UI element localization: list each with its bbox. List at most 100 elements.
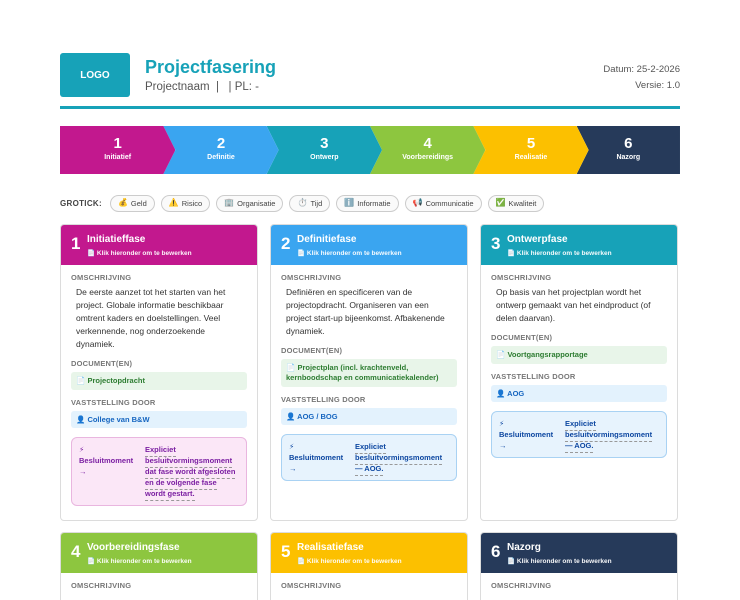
legend-chip-communicatie[interactable]: 📢 Communicatie xyxy=(404,194,482,212)
owner-entry[interactable]: 👤 AOG / BOG xyxy=(281,408,457,425)
project-subtitle[interactable]: Projectnaam | | PL: - xyxy=(145,81,259,93)
phase-name[interactable]: Ontwerpfase xyxy=(507,234,568,245)
phase-card-header: 2 Definitiefase 📄 Klik hieronder om te b… xyxy=(271,225,467,265)
phase-card-header: 6 Nazorg 📄 Klik hieronder om te bewerken xyxy=(481,533,677,573)
document-icon: 📄 xyxy=(87,558,96,565)
edit-hint: 📄 Klik hieronder om te bewerken xyxy=(507,250,612,257)
document-entry[interactable]: 📄 Voortgangsrapportage xyxy=(491,346,667,364)
legend-chip-geld[interactable]: 💰 Geld xyxy=(109,194,155,212)
decision-text: Expliciet besluitvormingsmoment — AOG. xyxy=(565,419,653,453)
edit-hint: 📄 Klik hieronder om te bewerken xyxy=(87,250,192,257)
section-omschrijving: OMSCHRIJVING xyxy=(281,581,342,590)
legend-chip-label: Communicatie xyxy=(425,198,474,208)
phase-chevron-1[interactable]: 1 Initiatief xyxy=(60,126,175,174)
chevron-number: 1 xyxy=(113,135,122,152)
phase-name[interactable]: Voorbereidingsfase xyxy=(87,542,180,553)
edit-hint: 📄 Klik hieronder om te bewerken xyxy=(297,250,402,257)
phase-number: 4 xyxy=(71,542,81,561)
phase-card-header: 5 Realisatiefase 📄 Klik hieronder om te … xyxy=(271,533,467,573)
phase-chevron-5[interactable]: 5 Realisatie xyxy=(473,126,588,174)
document-icon: 📄 xyxy=(297,250,306,257)
owner-entry[interactable]: 👤 AOG xyxy=(491,385,667,402)
phase-card-header: 3 Ontwerpfase 📄 Klik hieronder om te bew… xyxy=(481,225,677,265)
document-icon: 📄 xyxy=(496,350,506,359)
chevron-label: Realisatie xyxy=(514,154,548,161)
section-omschrijving: OMSCHRIJVING xyxy=(491,273,552,282)
legend-chip-kwaliteit[interactable]: ✅ Kwaliteit xyxy=(487,194,545,212)
phase-card-header: 1 Initiatieffase 📄 Klik hieronder om te … xyxy=(61,225,257,265)
document-icon: 📄 xyxy=(87,250,96,257)
person-icon: 👤 xyxy=(76,415,86,424)
phase-name[interactable]: Initiatieffase xyxy=(87,234,146,245)
section-omschrijving: OMSCHRIJVING xyxy=(71,273,132,282)
logo: LOGO xyxy=(60,53,130,97)
lightning-icon: ⚡ xyxy=(499,419,505,428)
chevron-number: 4 xyxy=(423,135,432,152)
date-label: Datum: 25-2-2026 xyxy=(603,64,680,75)
decision-moment[interactable]: ⚡Besluitmoment → Expliciet besluitvormin… xyxy=(281,434,457,481)
phase-chevron-2[interactable]: 2 Definitie xyxy=(163,126,278,174)
legend-chip-informatie[interactable]: ℹ️ Informatie xyxy=(336,194,399,212)
document-entry[interactable]: 📄 Projectplan (incl. krachtenveld, kernb… xyxy=(281,359,457,387)
chevron-label: Voorbereidings xyxy=(402,154,454,161)
decision-label: Besluitmoment → xyxy=(499,430,554,450)
decision-moment[interactable]: ⚡Besluitmoment → Expliciet besluitvormin… xyxy=(71,437,247,506)
page-title[interactable]: Projectfasering xyxy=(145,57,277,77)
chevron-number: 2 xyxy=(216,135,226,152)
section-vaststelling: VASTSTELLING DOOR xyxy=(281,395,366,404)
chevron-label: Nazorg xyxy=(616,154,641,161)
document-icon: 📄 xyxy=(297,558,306,565)
version-label: Versie: 1.0 xyxy=(635,80,680,91)
organization-icon: 🏢 xyxy=(224,198,235,207)
phase-card-1: 1 Initiatieffase 📄 Klik hieronder om te … xyxy=(60,224,258,521)
phase-chevron-4[interactable]: 4 Voorbereidings xyxy=(370,126,485,174)
megaphone-icon: 📢 xyxy=(412,198,423,207)
decision-label: Besluitmoment → xyxy=(289,453,344,473)
legend-title: GROTICK: xyxy=(60,198,102,208)
phase-description[interactable]: De eerste aanzet tot het starten van het… xyxy=(76,287,226,349)
decision-moment[interactable]: ⚡ Besluitmoment → Expliciet besluitvormin… xyxy=(491,411,667,458)
section-omschrijving: OMSCHRIJVING xyxy=(71,581,132,590)
document-icon: 📄 xyxy=(507,250,516,257)
phase-chevron-3[interactable]: 3 Ontwerp xyxy=(267,126,382,174)
section-documenten: DOCUMENT(EN) xyxy=(491,333,553,342)
legend-chip-label: Risico xyxy=(181,198,203,208)
phase-card-5: 5 Realisatiefase 📄 Klik hieronder om te … xyxy=(270,532,468,600)
legend-chip-risico[interactable]: ⚠️ Risico xyxy=(160,194,211,212)
edit-hint: 📄 Klik hieronder om te bewerken xyxy=(87,558,192,565)
phase-name[interactable]: Realisatiefase xyxy=(297,542,364,553)
chevron-number: 3 xyxy=(320,135,329,152)
page-header: LOGO Projectfasering Projectnaam | | PL:… xyxy=(60,53,680,109)
legend-chip-label: Organisatie xyxy=(237,198,276,208)
stopwatch-icon: ⏱️ xyxy=(297,198,308,207)
lightning-icon: ⚡ xyxy=(289,442,295,451)
phase-name[interactable]: Definitiefase xyxy=(297,234,357,245)
phase-number: 2 xyxy=(281,234,291,253)
document-icon: 📄 xyxy=(286,363,296,372)
phase-chevron-6[interactable]: 6 Nazorg xyxy=(576,126,680,174)
chevron-label: Definitie xyxy=(207,154,235,161)
phase-number: 6 xyxy=(491,542,501,561)
phase-card-2: 2 Definitiefase 📄 Klik hieronder om te b… xyxy=(270,224,468,521)
phase-description[interactable]: Definiëren en specificeren van de projec… xyxy=(286,287,445,336)
document-meta: Datum: 25-2-2026 Versie: 1.0 xyxy=(603,62,680,94)
chevron-label: Initiatief xyxy=(104,154,132,161)
checkmark-icon: ✅ xyxy=(495,198,506,207)
document-entry[interactable]: 📄 Projectopdracht xyxy=(71,372,247,390)
person-icon: 👤 xyxy=(496,389,506,398)
document-icon: 📄 xyxy=(507,558,516,565)
section-omschrijving: OMSCHRIJVING xyxy=(491,581,552,590)
phase-name[interactable]: Nazorg xyxy=(507,542,541,553)
phase-description[interactable]: Op basis van het projectplan wordt het o… xyxy=(496,287,651,323)
legend-chip-label: Tijd xyxy=(310,198,323,208)
section-vaststelling: VASTSTELLING DOOR xyxy=(71,398,156,407)
legend: GROTICK: 💰 Geld ⚠️ Risico 🏢 Organisatie ⏱️ … xyxy=(60,194,545,212)
section-documenten: DOCUMENT(EN) xyxy=(71,359,133,368)
chevron-number: 5 xyxy=(526,135,536,152)
legend-chip-organisatie[interactable]: 🏢 Organisatie xyxy=(216,194,284,212)
owner-entry[interactable]: 👤 College van B&W xyxy=(71,411,247,428)
legend-chip-label: Informatie xyxy=(357,198,391,208)
legend-chip-tijd[interactable]: ⏱️ Tijd xyxy=(289,194,331,212)
phase-number: 1 xyxy=(71,234,81,253)
